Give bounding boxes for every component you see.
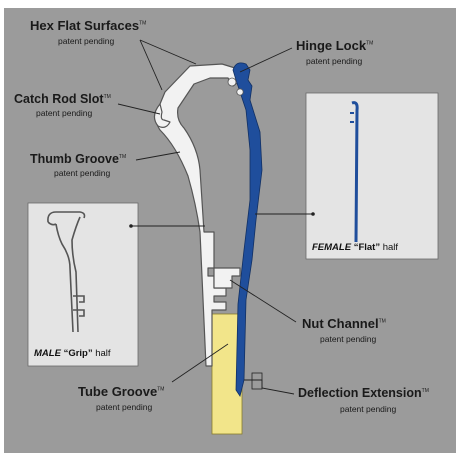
- leader-nut: [229, 279, 297, 323]
- male-inset-box: [27, 202, 139, 367]
- sub-catch-rod: patent pending: [36, 108, 93, 118]
- sub-hex-flat: patent pending: [58, 36, 115, 46]
- label-thumb-groove-tm: TM: [118, 153, 127, 160]
- label-catch-rod-tm: TM: [103, 93, 111, 100]
- leader-tube: [171, 343, 229, 383]
- label-nut-channel: Nut ChannelTM: [302, 316, 386, 331]
- label-hinge-lock-tm: TM: [366, 40, 374, 47]
- sub-thumb-groove: patent pending: [54, 168, 111, 178]
- label-catch-rod: Catch Rod SlotTM: [14, 92, 111, 106]
- male-caption-quote: “Grip”: [63, 348, 93, 359]
- leader-hex-right: [139, 39, 197, 65]
- label-hinge-lock-title: Hinge Lock: [296, 38, 367, 53]
- deflection-bracket: [251, 372, 263, 390]
- label-deflection-title: Deflection Extension: [298, 386, 422, 400]
- sub-hinge-lock: patent pending: [306, 56, 363, 66]
- male-caption-rest: half: [92, 348, 111, 359]
- label-catch-rod-title: Catch Rod Slot: [14, 92, 104, 106]
- female-inset-caption: FEMALE “Flat” half: [312, 242, 398, 253]
- female-profile: [227, 62, 263, 397]
- leader-thumb: [135, 151, 181, 161]
- label-nut-channel-title: Nut Channel: [302, 316, 379, 331]
- female-caption-rest: half: [380, 242, 399, 253]
- male-caption-name: MALE: [34, 348, 61, 359]
- leader-hex-left: [139, 39, 163, 91]
- label-thumb-groove-title: Thumb Groove: [30, 152, 119, 166]
- label-thumb-groove: Thumb GrooveTM: [30, 152, 126, 166]
- leader-hinge: [239, 47, 293, 73]
- label-hex-flat-title: Hex Flat Surfaces: [30, 18, 140, 33]
- label-hex-flat-tm: TM: [139, 20, 147, 27]
- label-tube-groove: Tube GrooveTM: [78, 384, 164, 399]
- female-profile-thumbnail: [350, 101, 359, 243]
- label-tube-groove-title: Tube Groove: [78, 384, 158, 399]
- female-caption-quote: “Flat”: [353, 242, 381, 253]
- marker-male-inset: [129, 224, 133, 228]
- male-inset-caption: MALE “Grip” half: [34, 348, 111, 359]
- sub-tube-groove: patent pending: [96, 402, 153, 412]
- label-tube-groove-tm: TM: [157, 386, 165, 393]
- label-hinge-lock: Hinge LockTM: [296, 38, 373, 53]
- female-caption-name: FEMALE: [312, 242, 352, 253]
- label-hex-flat: Hex Flat SurfacesTM: [30, 18, 146, 33]
- label-deflection: Deflection ExtensionTM: [298, 386, 429, 400]
- male-profile-thumbnail: [47, 211, 86, 333]
- leader-lines: [117, 39, 313, 395]
- leader-catch-rod: [117, 103, 161, 115]
- marker-female-inset: [311, 212, 315, 216]
- male-profile: [153, 63, 245, 367]
- sub-deflection: patent pending: [340, 404, 397, 414]
- label-nut-channel-tm: TM: [378, 318, 386, 325]
- sub-nut-channel: patent pending: [320, 334, 377, 344]
- label-deflection-tm: TM: [421, 387, 429, 394]
- female-inset-box: [305, 92, 439, 260]
